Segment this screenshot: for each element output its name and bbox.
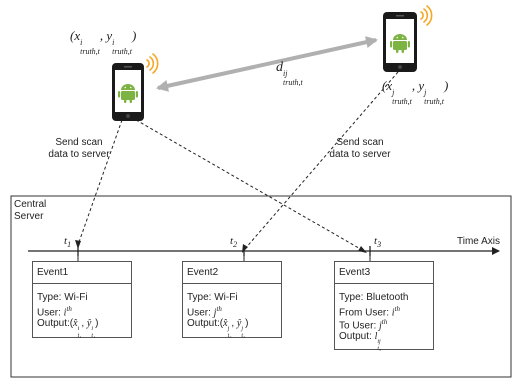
scan-path-j-to-t2 <box>243 71 399 251</box>
central-server-label: Central Server <box>14 199 47 222</box>
scan-path-i-to-t1 <box>77 119 123 246</box>
event1-user: User: ith <box>37 305 72 319</box>
event1-type: Type: Wi-Fi <box>37 292 88 303</box>
event3-title: Event3 <box>335 262 433 284</box>
wifi-signal-icon-i <box>146 53 159 74</box>
android-icon-j <box>390 34 410 53</box>
event2-box: Event2 Type: Wi-Fi User: jth Output:(x̂j… <box>182 261 282 339</box>
event2-user: User: jth <box>187 305 222 319</box>
central-server-frame <box>10 195 512 378</box>
event2-title: Event2 <box>183 262 281 284</box>
send-scan-label-left: Send scan data to server <box>48 137 110 160</box>
android-icon-i <box>118 84 138 103</box>
time-axis-label: Time Axis <box>457 236 500 247</box>
event3-from-user: From User: ith <box>339 305 401 319</box>
tick-label-t3: t3 <box>374 235 382 250</box>
event1-title: Event1 <box>33 262 131 284</box>
event2-type: Type: Wi-Fi <box>187 292 238 303</box>
event3-to-user: To User: jth <box>339 318 388 332</box>
arrowhead-t3 <box>358 246 367 253</box>
event1-box: Event1 Type: Wi-Fi User: ith Output:(x̂i… <box>32 261 132 339</box>
tick-label-t2: t2 <box>230 235 238 250</box>
event3-box: Event3 Type: Bluetooth From User: ith To… <box>334 261 434 352</box>
event3-type: Type: Bluetooth <box>339 292 409 303</box>
tick-label-t1: t1 <box>64 235 72 250</box>
wifi-signal-icon-j <box>420 5 433 26</box>
send-scan-label-right: Send scan data to server <box>329 137 391 160</box>
distance-arrow <box>156 36 378 92</box>
arrowhead-t1 <box>75 240 81 249</box>
